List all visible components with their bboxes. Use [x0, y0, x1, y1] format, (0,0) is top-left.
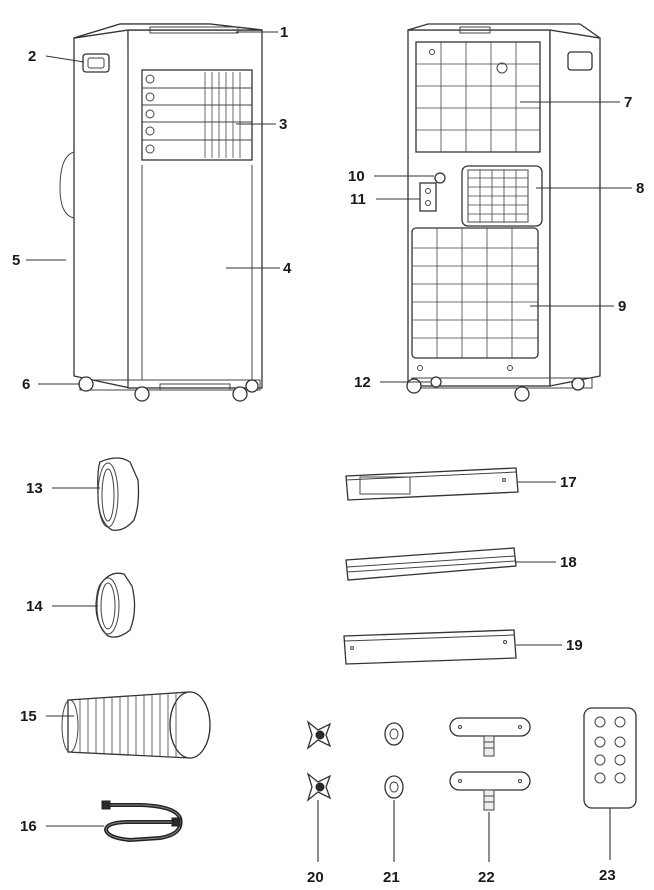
- drain-outlet: [434, 172, 446, 184]
- mounting-bracket: [449, 717, 531, 757]
- wing-nut: [306, 772, 332, 802]
- part-label-16: 16: [20, 818, 37, 835]
- part-label-22: 22: [478, 869, 495, 886]
- part-label-14: 14: [26, 598, 43, 615]
- part-label-1: 1: [280, 24, 288, 41]
- part-label-8: 8: [636, 180, 644, 197]
- part-label-3: 3: [279, 116, 287, 133]
- part-label-2: 2: [28, 48, 36, 65]
- washer: [384, 722, 404, 746]
- wheel: [245, 379, 259, 393]
- power-socket-panel: [419, 182, 437, 212]
- mounting-bracket: [449, 771, 531, 811]
- air-outlet-louvers: [141, 69, 253, 161]
- side-handle: [567, 51, 593, 71]
- leader-line: [45, 55, 85, 63]
- window-slider-17: [345, 467, 519, 501]
- side-panel: [73, 29, 131, 389]
- remote-control: [583, 707, 637, 809]
- unit-adapter: [95, 572, 136, 638]
- part-label-9: 9: [618, 298, 626, 315]
- drain-hose: [101, 800, 183, 843]
- upper-air-filter: [415, 41, 541, 153]
- unit-rear-view: [406, 23, 601, 402]
- wheel: [78, 376, 94, 392]
- part-label-23: 23: [599, 867, 616, 884]
- window-slider-18: [345, 547, 517, 581]
- wheel: [571, 377, 585, 391]
- part-label-15: 15: [20, 708, 37, 725]
- part-label-6: 6: [22, 376, 30, 393]
- lower-air-filter: [411, 227, 539, 359]
- wheel: [232, 386, 248, 402]
- drain-plug: [430, 376, 442, 388]
- part-label-5: 5: [12, 252, 20, 269]
- part-number-labels: 1 2 3 4 5 6 7 8 9 10 11 12 13 14 15 16 1…: [12, 24, 644, 886]
- washer: [384, 775, 404, 799]
- rear-side-panel: [549, 29, 601, 387]
- part-label-18: 18: [560, 554, 577, 571]
- part-label-7: 7: [624, 94, 632, 111]
- exhaust-hose: [61, 691, 211, 759]
- part-label-11: 11: [350, 191, 366, 208]
- part-label-12: 12: [354, 374, 371, 391]
- wheel: [134, 386, 150, 402]
- side-handle: [82, 53, 110, 73]
- part-label-4: 4: [283, 260, 292, 277]
- unit-front-view: [59, 23, 263, 402]
- part-label-20: 20: [307, 869, 324, 886]
- part-label-21: 21: [383, 869, 400, 886]
- window-adapter: [97, 457, 140, 531]
- part-label-17: 17: [560, 474, 577, 491]
- wing-nut: [306, 720, 332, 750]
- wheel: [514, 386, 530, 402]
- wheel: [406, 378, 422, 394]
- leader-lines: [26, 31, 632, 862]
- part-label-13: 13: [26, 480, 43, 497]
- window-slider-19: [343, 629, 517, 665]
- part-label-10: 10: [348, 168, 365, 185]
- part-label-19: 19: [566, 637, 583, 654]
